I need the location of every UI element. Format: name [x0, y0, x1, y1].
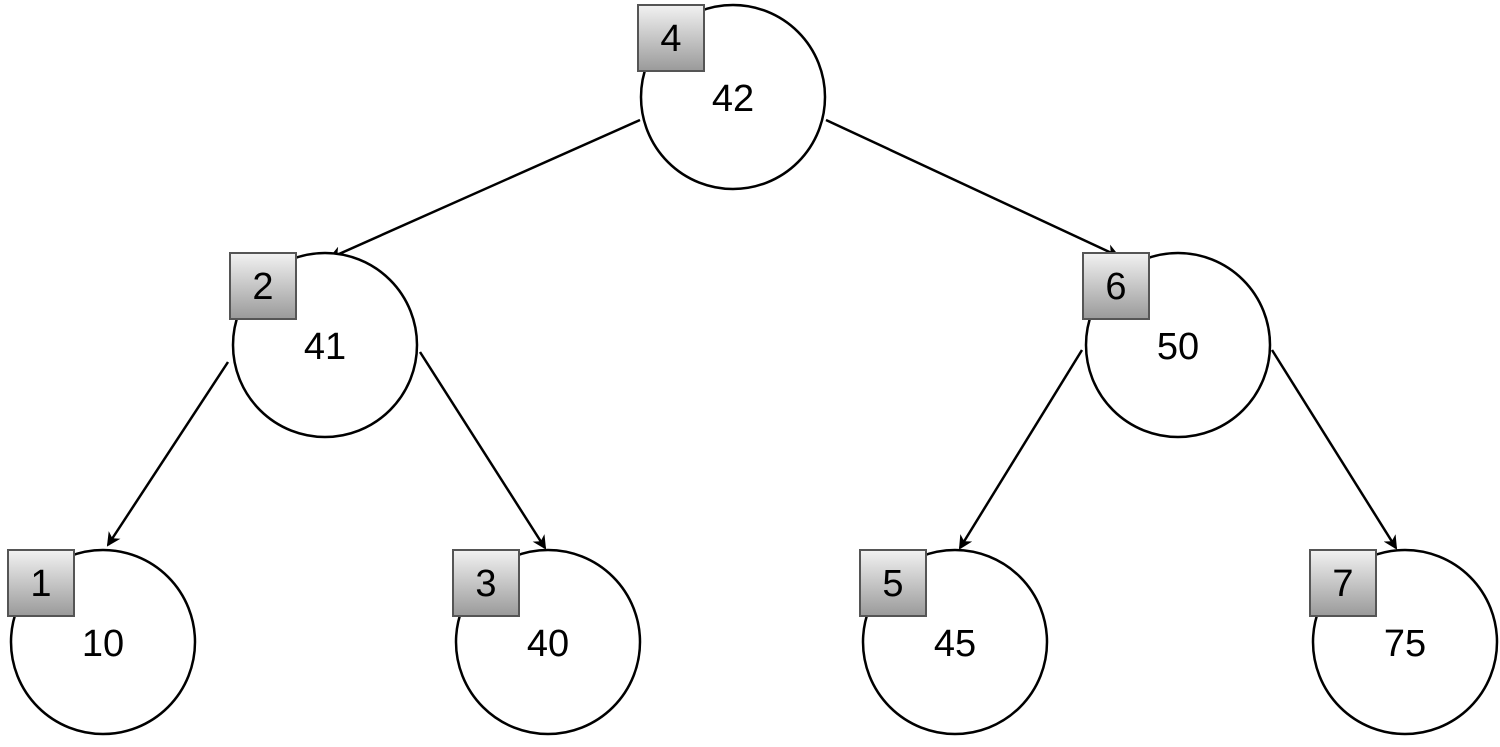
- edge-arrow: [106, 361, 230, 547]
- tree-node: 1 10: [7, 548, 197, 736]
- node-value-label: 45: [934, 623, 976, 665]
- tree-node: 4 42: [637, 3, 827, 191]
- edge-arrow: [328, 118, 641, 260]
- node-index-label: 7: [1332, 563, 1353, 605]
- node-index-label: 3: [475, 563, 496, 605]
- tree-node: 6 50: [1082, 251, 1272, 439]
- node-index-label: 5: [882, 563, 903, 605]
- edge-arrow: [1270, 349, 1398, 550]
- node-value-label: 50: [1157, 326, 1199, 368]
- node-index-label: 4: [660, 18, 681, 60]
- node-value-label: 40: [527, 623, 569, 665]
- nodes-layer: 4 42 2 41 6 50 1 10 3 40 5 45 7 75: [7, 3, 1499, 736]
- node-index-box: [1082, 252, 1150, 320]
- node-index-box: [637, 4, 705, 72]
- node-value-label: 42: [712, 78, 754, 120]
- node-index-box: [859, 549, 927, 617]
- node-value-label: 41: [304, 326, 346, 368]
- tree-node: 5 45: [859, 548, 1049, 736]
- node-index-label: 6: [1105, 266, 1126, 308]
- edge-arrow: [418, 351, 547, 550]
- tree-node: 3 40: [452, 548, 642, 736]
- node-index-label: 2: [252, 266, 273, 308]
- node-index-box: [229, 252, 297, 320]
- edges-layer: [106, 118, 1398, 550]
- node-value-label: 10: [82, 623, 124, 665]
- tree-node: 2 41: [229, 251, 419, 439]
- node-index-label: 1: [30, 563, 51, 605]
- tree-node: 7 75: [1309, 548, 1499, 736]
- edge-arrow: [825, 118, 1120, 258]
- edge-arrow: [958, 349, 1084, 550]
- node-value-label: 75: [1384, 623, 1426, 665]
- node-index-box: [1309, 549, 1377, 617]
- node-index-box: [7, 549, 75, 617]
- node-index-box: [452, 549, 520, 617]
